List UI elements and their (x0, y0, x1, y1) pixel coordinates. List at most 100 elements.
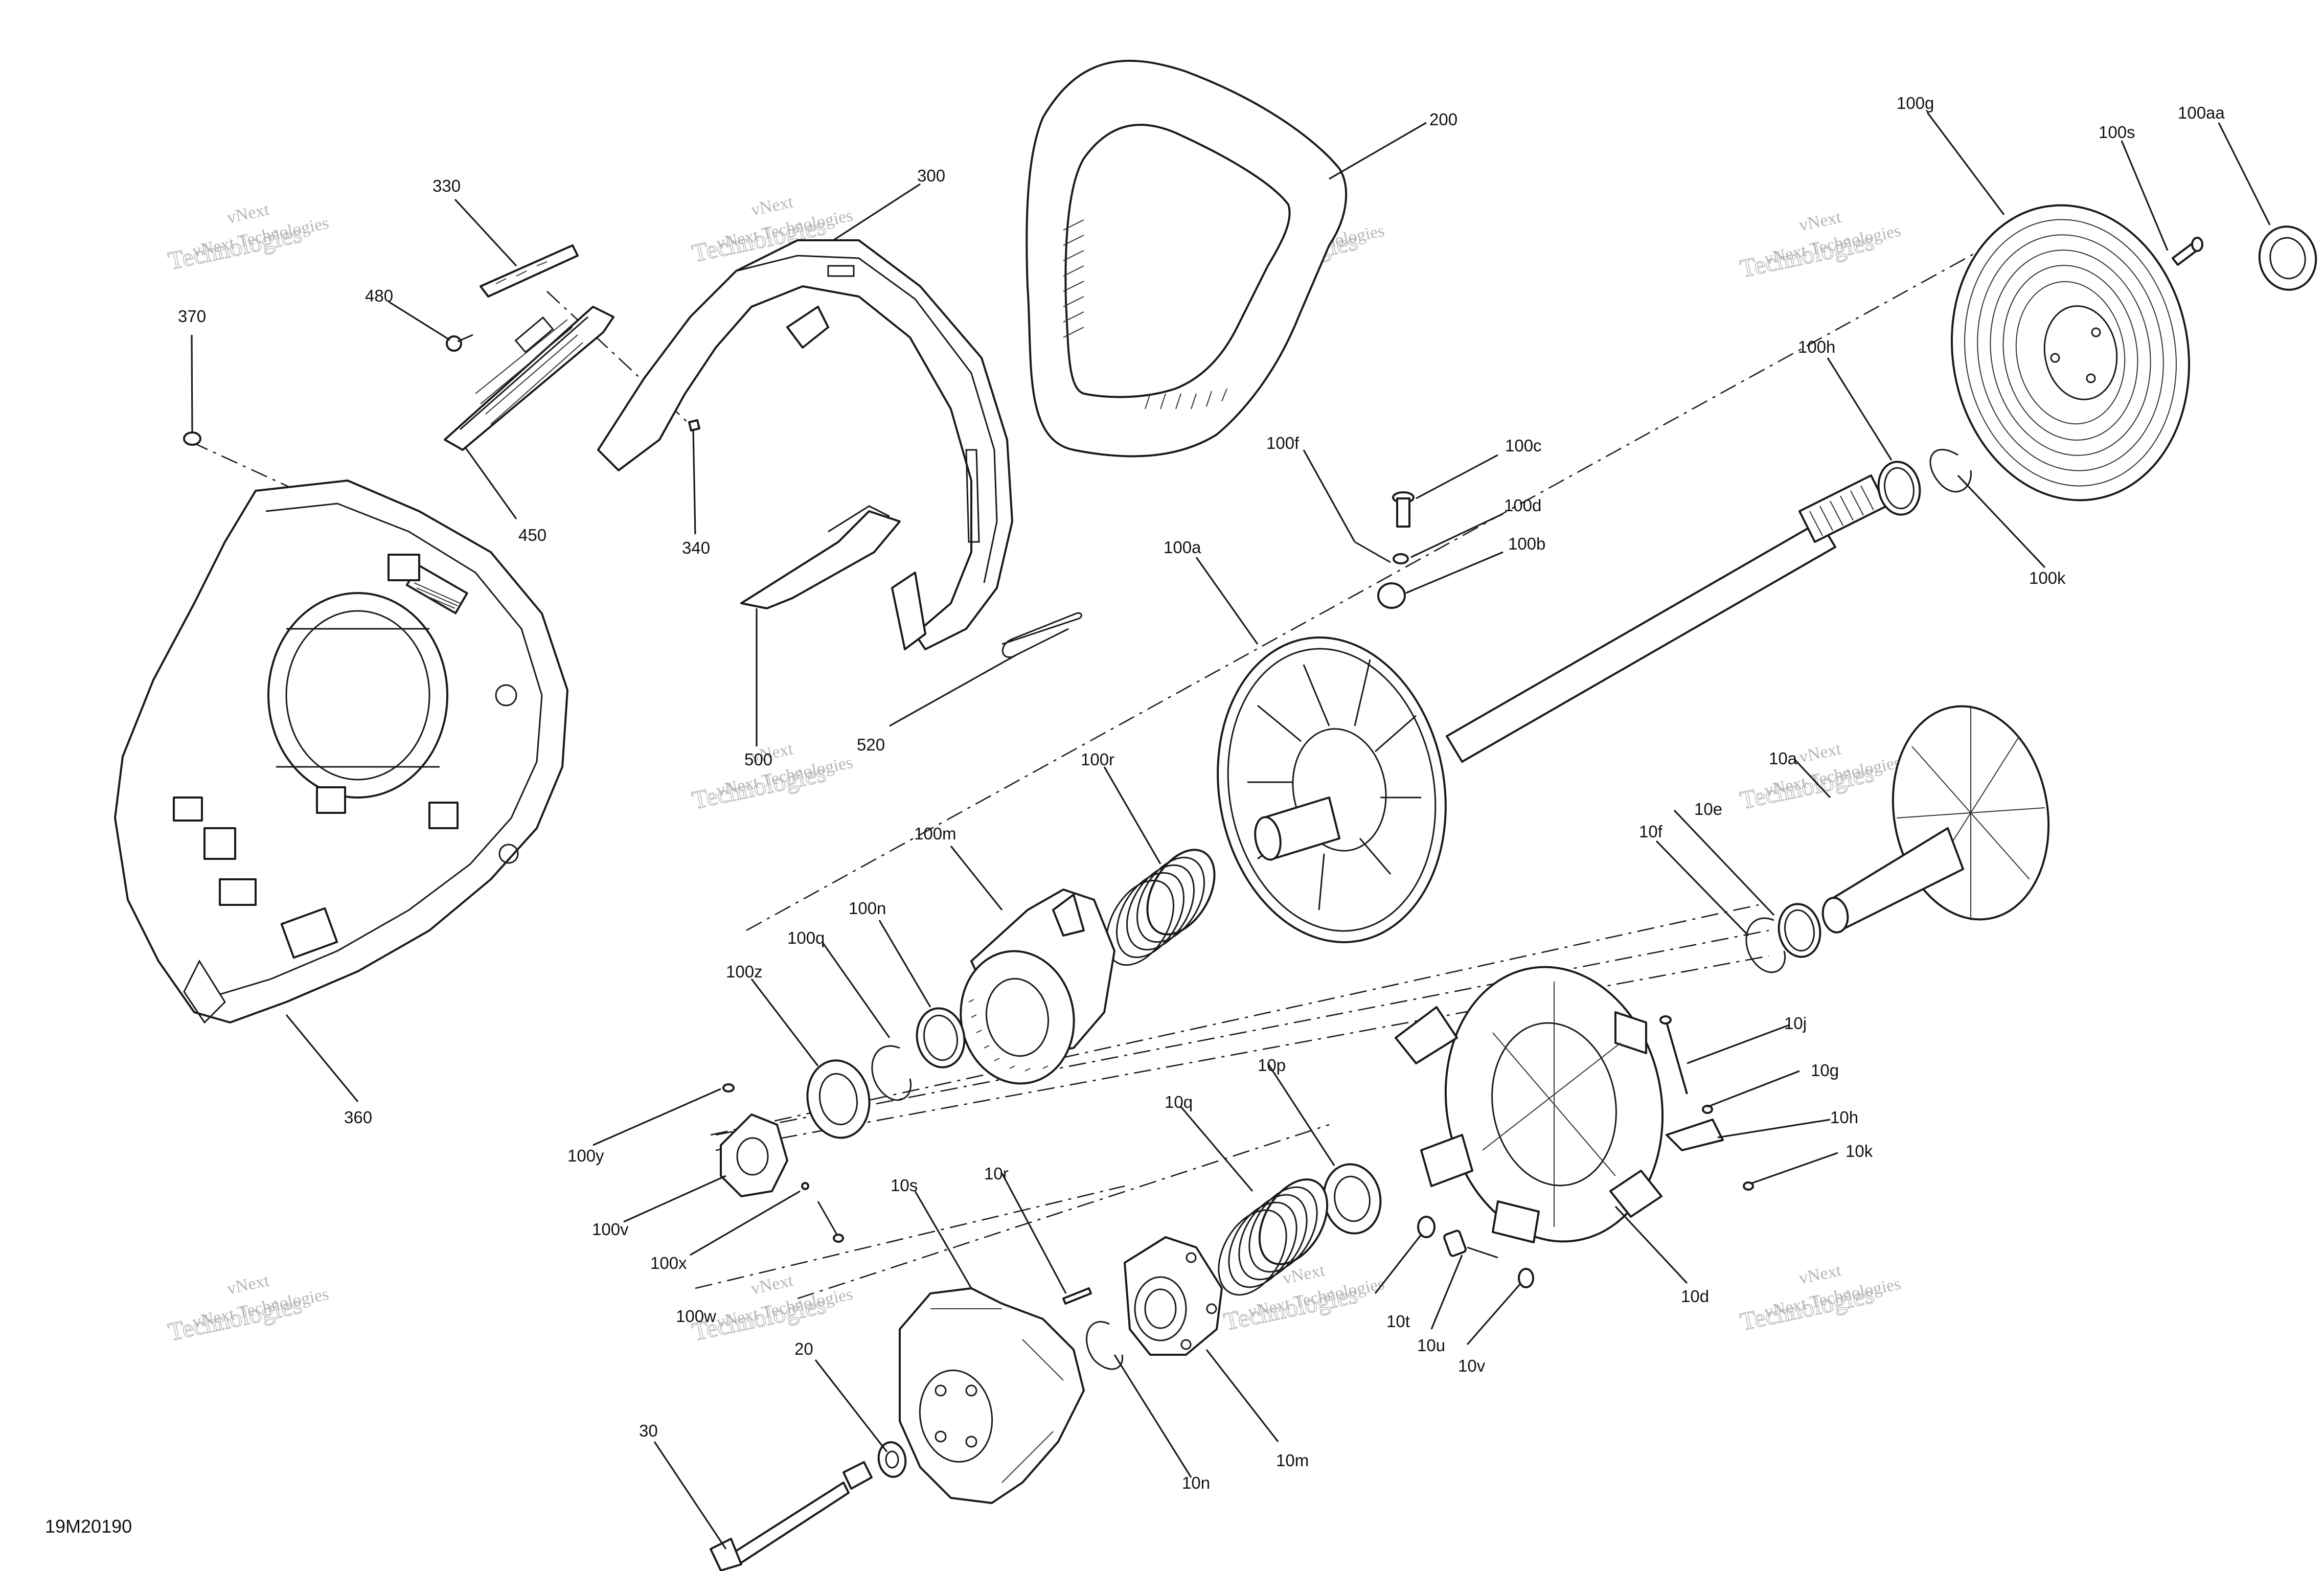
part-10j-pin (1659, 1015, 1688, 1095)
callout-10e: 10e (1694, 800, 1722, 818)
callout-200: 200 (1429, 110, 1457, 129)
callout-10r: 10r (984, 1164, 1009, 1183)
part-10r-pin (1062, 1287, 1092, 1305)
part-10g-bushing (1702, 1105, 1713, 1114)
callout-100s: 100s (2099, 123, 2135, 142)
callout-10d: 10d (1681, 1287, 1709, 1306)
callout-100z: 100z (726, 962, 763, 981)
part-100k-circlip (1929, 449, 1972, 493)
callout-100f: 100f (1266, 434, 1300, 452)
callout-450: 450 (518, 526, 546, 544)
part-20-washer (877, 1441, 907, 1478)
watermark-line-1: vNext (225, 200, 271, 227)
callout-300: 300 (917, 166, 945, 185)
part-100f-pin (1354, 541, 1391, 563)
part-370-plug (183, 431, 201, 446)
part-100w-screw (817, 1201, 844, 1243)
watermark: vNext Technologies vNext Technologies (689, 1271, 854, 1347)
part-10a-fixed-sheave (1821, 705, 2050, 934)
watermark-line-1: vNext (749, 1271, 795, 1299)
watermark: vNext Technologies vNext Technologies (1737, 1261, 1902, 1336)
part-100n-bushing (916, 1007, 966, 1068)
callout-100v: 100v (592, 1220, 629, 1239)
part-10u-bushing (1443, 1230, 1498, 1259)
callout-370: 370 (178, 307, 206, 326)
callout-100y: 100y (567, 1146, 604, 1165)
callout-340: 340 (682, 538, 710, 557)
part-10e-bushing (1778, 903, 1821, 958)
part-450-plate (444, 306, 614, 451)
callout-100g: 100g (1897, 94, 1934, 112)
watermark: vNext Technologies vNext Technologies (165, 200, 330, 276)
part-driven-shaft (1446, 474, 1887, 763)
callout-500: 500 (744, 750, 772, 769)
part-360-guard-housing (114, 480, 568, 1024)
part-100b-spacer (1377, 582, 1406, 609)
part-100r-spring (1105, 849, 1216, 966)
watermark: vNext Technologies vNext Technologies (1737, 208, 1902, 283)
part-10n-circlip (1086, 1320, 1124, 1370)
drawing-code: 19M20190 (45, 1516, 132, 1537)
part-10p-seal (1323, 1163, 1382, 1235)
callout-100aa: 100aa (2178, 103, 2225, 122)
callout-100k: 100k (2029, 568, 2066, 587)
part-330-bracket (480, 244, 579, 298)
callout-520: 520 (857, 735, 885, 754)
callout-10p: 10p (1258, 1056, 1286, 1075)
watermark-line-1: vNext (1797, 1261, 1843, 1288)
part-100m-cam (960, 889, 1115, 1085)
part-10s-cover (899, 1287, 1085, 1504)
part-100v-retainer (720, 1113, 788, 1197)
part-500-latch (740, 505, 901, 609)
watermark: vNext Technologies vNext Technologies (165, 1271, 330, 1347)
part-10h-weight (1666, 1119, 1724, 1151)
callout-10f: 10f (1639, 822, 1663, 841)
watermark: vNext Technologies vNext Technologies (1737, 739, 1902, 815)
callout-30: 30 (639, 1421, 658, 1440)
part-10v-washer (1518, 1268, 1534, 1288)
part-100d-washer (1393, 553, 1409, 564)
callout-100n: 100n (849, 899, 886, 918)
part-10d-movable-sheave (1395, 966, 1664, 1243)
part-100y-screw (722, 1083, 735, 1092)
callout-10a: 10a (1769, 749, 1797, 768)
callout-10m: 10m (1276, 1451, 1309, 1470)
watermark-line-1: vNext (749, 192, 795, 220)
part-100x-pin (801, 1182, 809, 1190)
part-300-belt-guard (597, 239, 1013, 650)
part-100aa-bearing (2258, 225, 2317, 291)
part-10t-roller (1417, 1216, 1436, 1238)
callout-480: 480 (365, 286, 393, 305)
part-100z-washer (806, 1059, 871, 1139)
callout-360: 360 (344, 1108, 372, 1127)
part-100q-circlip (871, 1045, 912, 1101)
callout-10g: 10g (1811, 1061, 1839, 1080)
callout-100m: 100m (914, 824, 956, 843)
callout-100r: 100r (1081, 750, 1114, 769)
callout-100b: 100b (1508, 534, 1545, 553)
callout-10j: 10j (1784, 1014, 1807, 1033)
callout-10n: 10n (1182, 1473, 1210, 1492)
part-480-screw (446, 334, 473, 352)
watermark-line-1: vNext (1797, 739, 1843, 767)
part-100h-bushing (1877, 461, 1921, 516)
watermark: vNext Technologies vNext Technologies (689, 739, 854, 815)
part-30-bolt (710, 1461, 873, 1571)
leader-lines (191, 112, 2271, 1550)
callout-labels: 330 300 200 100g 100s 100aa 370 480 340 … (178, 94, 2225, 1492)
callout-10t: 10t (1386, 1312, 1410, 1331)
callout-330: 330 (432, 176, 461, 195)
callout-10v: 10v (1458, 1356, 1486, 1375)
callout-10h: 10h (1830, 1108, 1858, 1127)
part-100g-sheave (1950, 204, 2191, 502)
part-100c-bolt (1392, 491, 1415, 528)
callout-100w: 100w (676, 1307, 716, 1326)
part-340-nut (688, 419, 700, 431)
callout-10q: 10q (1165, 1092, 1193, 1111)
callout-100h: 100h (1798, 337, 1835, 356)
watermark: vNext Technologies vNext Technologies (1221, 1261, 1386, 1336)
part-10k-screw (1743, 1181, 1754, 1191)
watermark-line-1: vNext (225, 1271, 271, 1299)
part-100s-bolt (2172, 237, 2203, 266)
